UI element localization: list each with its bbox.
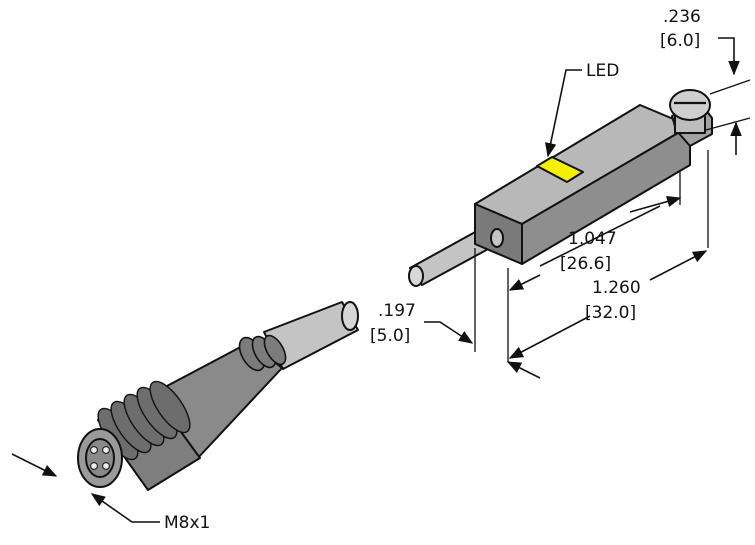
mounting-screw <box>669 89 713 147</box>
led-leader <box>545 69 582 158</box>
label-cable-dia-in: .197 <box>378 301 416 321</box>
cable-entry <box>490 228 504 248</box>
label-led: LED <box>586 61 619 81</box>
label-overall-length-mm: [32.0] <box>585 303 636 323</box>
m8-connector <box>77 334 287 491</box>
connector-boot-ridges <box>238 334 287 372</box>
dimension-body-length <box>508 195 682 291</box>
connector-cable-end <box>341 301 359 331</box>
connector-nut-knurls <box>97 380 191 461</box>
label-thread: M8x1 <box>164 513 210 533</box>
dimension-thread <box>11 453 160 523</box>
led-window <box>536 156 584 183</box>
label-body-length-mm: [26.6] <box>560 254 611 274</box>
sensor-cable-end <box>408 265 424 287</box>
label-width-in: .236 <box>663 7 701 27</box>
label-overall-length-in: 1.260 <box>592 278 641 298</box>
connector-face-inner <box>85 438 115 478</box>
sensor-housing <box>474 104 691 265</box>
screw-head <box>669 89 711 121</box>
label-body-length-in: 1.047 <box>568 229 617 249</box>
sensor-cable <box>408 230 491 287</box>
dimension-width <box>705 37 751 155</box>
connector-pins <box>90 446 110 470</box>
dimension-overall-length <box>508 250 708 359</box>
dimension-cable-dia <box>424 321 541 379</box>
label-cable-dia-mm: [5.0] <box>370 326 410 346</box>
label-width-mm: [6.0] <box>660 31 700 51</box>
